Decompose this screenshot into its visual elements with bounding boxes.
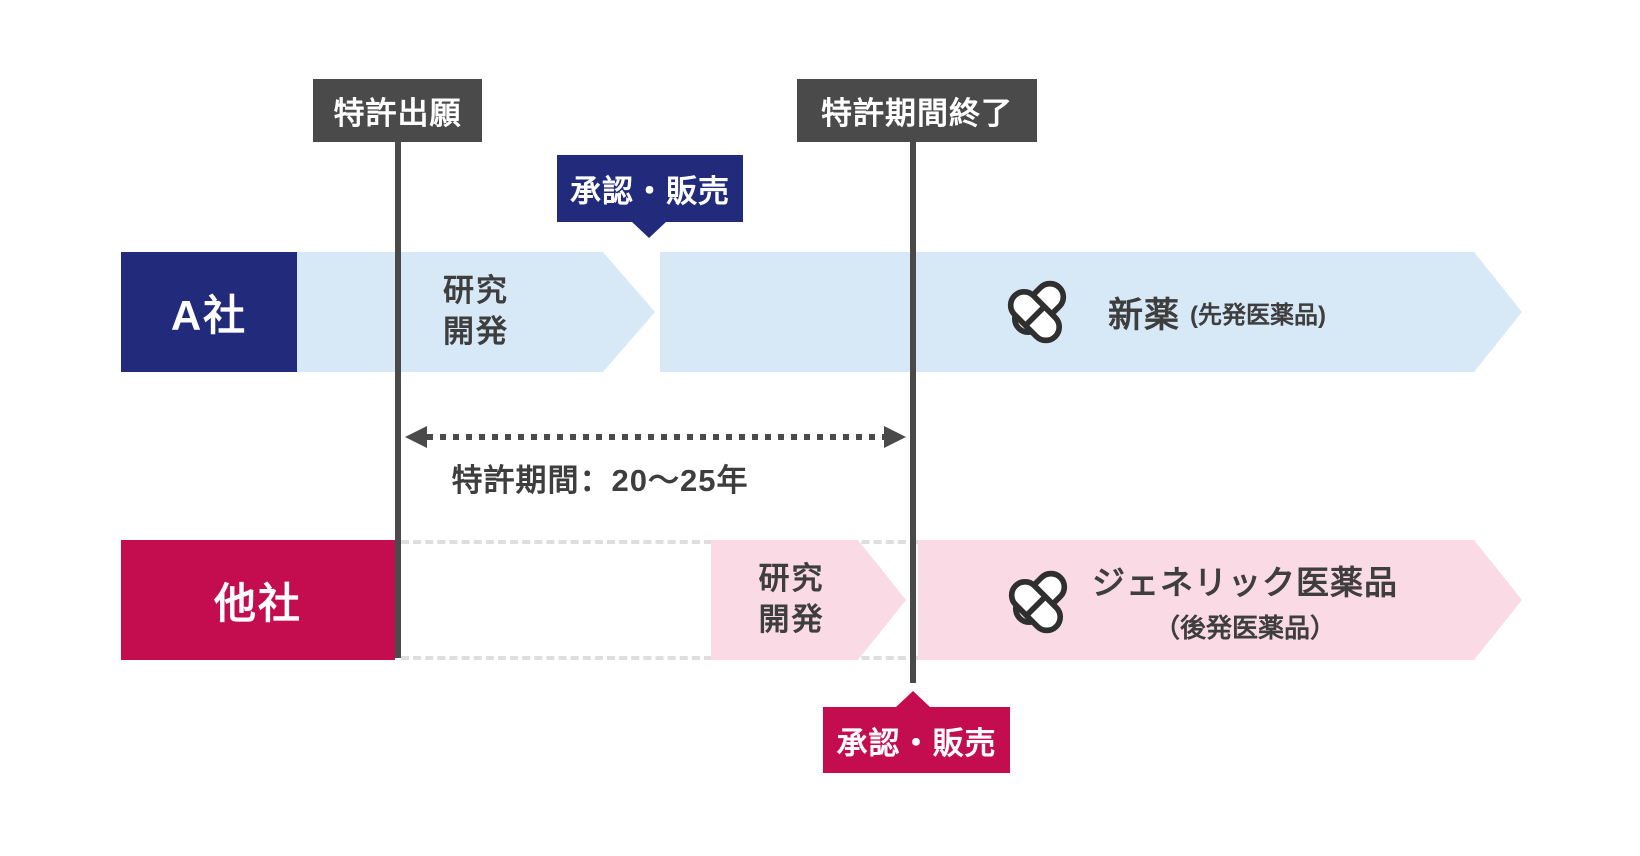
pointer-down-icon [631, 221, 667, 238]
approval-badge-generic: 承認・販売 [823, 707, 1010, 773]
company-other-box: 他社 [121, 540, 395, 660]
pills-icon [1007, 280, 1067, 344]
company-a-box: A社 [121, 252, 297, 372]
patent-period-dotted-line [427, 434, 884, 440]
approval-badge-new-drug: 承認・販売 [557, 155, 743, 222]
patent-filing-label: 特許出願 [313, 79, 482, 142]
rnd-arrow-company-a: 研究 開発 [297, 252, 655, 372]
rnd-phase-label-other: 研究 開発 [758, 561, 825, 637]
new-drug-label: 新薬 (先発医薬品) [1108, 295, 1326, 335]
pills-icon [1008, 570, 1068, 634]
rnd-phase-label-a: 研究 開発 [443, 273, 509, 349]
patent-expiration-label: 特許期間終了 [797, 79, 1037, 142]
rnd-arrow-company-other: 研究 開発 [711, 540, 906, 660]
pointer-up-icon [896, 691, 930, 707]
arrowhead-right-icon [884, 426, 906, 448]
patent-filing-line [395, 142, 401, 658]
patent-expiration-line [910, 142, 916, 683]
new-drug-timeline-bar [660, 252, 1522, 372]
arrowhead-left-icon [405, 426, 427, 448]
generic-drug-label: ジェネリック医薬品 （後発医薬品） [1092, 563, 1398, 643]
patent-period-label: 特許期間：20〜25年 [451, 463, 749, 498]
